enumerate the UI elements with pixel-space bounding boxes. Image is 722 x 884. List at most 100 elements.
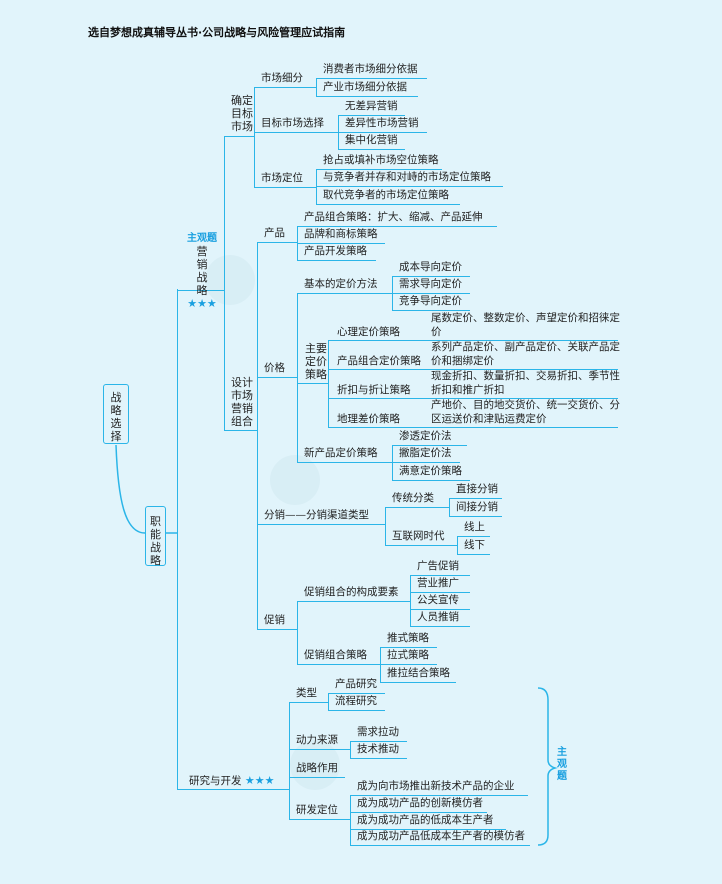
position-node: 市场定位 xyxy=(254,171,316,188)
vline xyxy=(316,170,317,205)
watermark-logo xyxy=(290,740,340,790)
marketing-vline xyxy=(224,137,225,431)
vline xyxy=(457,537,458,555)
leaf: 营业推广 xyxy=(410,576,470,593)
leaf: 流程研究 xyxy=(328,694,385,711)
main-trunk xyxy=(177,289,178,790)
leaf: 成为成功产品的低成本生产者 xyxy=(350,813,506,830)
vline xyxy=(297,602,298,665)
leaf: 线下 xyxy=(457,538,490,555)
root-node-box: 战略选择 xyxy=(103,384,129,444)
vline xyxy=(410,576,411,627)
leaf: 产品组合策略：扩大、缩减、产品延伸 xyxy=(297,210,497,227)
vline xyxy=(328,694,329,711)
vline xyxy=(316,79,317,97)
leaf: 产品研究 xyxy=(328,677,385,694)
basic-pricing-node: 基本的定价方法 xyxy=(297,277,392,294)
leaf: 渗透定价法 xyxy=(392,429,467,446)
leaf: 成本导向定价 xyxy=(392,260,470,277)
leaf: 间接分销 xyxy=(449,500,502,517)
strategy-label: 产品组合定价策略 xyxy=(337,355,421,367)
mix-line xyxy=(224,414,257,431)
vline xyxy=(392,277,393,311)
pricing-strategy-row: 地理差价策略 产地价、目的地交货价、统一交货价、分区运送价和津贴运费定价 xyxy=(328,398,620,428)
leaf: 推拉结合策略 xyxy=(380,666,456,683)
price-node: 价格 xyxy=(257,361,297,378)
leaf: 成为向市场推出新技术产品的企业 xyxy=(350,779,528,796)
pricing-strategy-row: 心理定价策略 尾数定价、整数定价、声望定价和招徕定价 xyxy=(328,311,620,341)
strategy-detail: 产地价、目的地交货价、统一交货价、分区运送价和津贴运费定价 xyxy=(431,399,620,425)
leaf: 品牌和商标策略 xyxy=(297,227,385,244)
promo-strategy-node: 促销组合策略 xyxy=(297,648,380,665)
vline xyxy=(449,499,450,517)
importance-stars: ★★★ xyxy=(187,297,217,310)
leaf: 抢占或填补市场空位策略 xyxy=(316,153,442,170)
functional-node-box: 职能战略 xyxy=(145,506,166,567)
leaf: 集中化营销 xyxy=(338,133,405,150)
mix-label: 设计市场营销组合 xyxy=(231,376,253,428)
strategy-detail: 尾数定价、整数定价、声望定价和招徕定价 xyxy=(431,312,620,338)
leaf: 技术推动 xyxy=(350,742,407,759)
segment-node: 市场细分 xyxy=(254,71,316,88)
strategy-label: 折扣与折让策略 xyxy=(337,384,411,396)
vline xyxy=(297,227,298,261)
leaf: 产业市场细分依据 xyxy=(316,80,418,97)
rd-label: 研究与开发 xyxy=(189,775,242,787)
leaf: 广告促销 xyxy=(410,559,470,576)
internet-node: 互联网时代 xyxy=(385,529,457,546)
promo-elements-node: 促销组合的构成要素 xyxy=(297,585,410,602)
vline xyxy=(380,648,381,683)
functional-label: 职能战略 xyxy=(150,515,161,567)
leaf: 无差异营销 xyxy=(338,99,405,116)
main-pricing-line xyxy=(297,367,328,384)
marketing-branch-line xyxy=(177,273,224,291)
leaf: 撇脂定价法 xyxy=(392,446,460,463)
marketing-label: 营销战略 xyxy=(196,245,208,297)
leaf: 成为成功产品的创新模仿者 xyxy=(350,796,487,813)
subjective-tag: 主观题 xyxy=(557,747,567,782)
watermark-logo xyxy=(270,455,320,505)
new-product-pricing-node: 新产品定价策略 xyxy=(297,446,392,463)
strategy-label: 地理差价策略 xyxy=(337,413,400,425)
leaf: 差异性市场营销 xyxy=(338,116,427,133)
strategy-label: 心理定价策略 xyxy=(337,326,400,338)
subjective-tag: 主观题 xyxy=(187,233,217,244)
leaf: 竞争导向定价 xyxy=(392,294,470,311)
main-pricing-label: 主要定价策略 xyxy=(305,342,327,381)
rd-node: 研究与开发 ★★★ xyxy=(177,773,289,790)
rd-positioning-node: 研发定位 xyxy=(289,803,350,820)
leaf: 拉式策略 xyxy=(380,648,437,665)
vline xyxy=(297,294,298,463)
leaf: 取代竞争者的市场定位策略 xyxy=(316,188,460,205)
promotion-node: 促销 xyxy=(257,613,297,630)
vline xyxy=(328,340,329,428)
leaf: 消费者市场细分依据 xyxy=(316,62,427,79)
strategy-detail: 系列产品定价、副产品定价、关联产品定价和捆绑定价 xyxy=(431,341,620,367)
target-market-label: 确定目标市场 xyxy=(231,94,253,133)
watermark-logo xyxy=(205,255,255,305)
distribution-node: 分销——分销渠道类型 xyxy=(257,508,385,525)
target-line xyxy=(224,120,255,137)
leaf: 直接分销 xyxy=(449,482,502,499)
leaf: 需求导向定价 xyxy=(392,277,470,294)
leaf: 需求拉动 xyxy=(350,725,407,742)
pricing-strategy-row: 折扣与折让策略现金折扣、数量折扣、交易折扣、季节性折扣和推广折扣 xyxy=(328,369,620,399)
vline xyxy=(289,703,290,820)
vline xyxy=(350,742,351,759)
rd-driver-node: 动力来源 xyxy=(289,733,350,750)
book-header: 选自梦想成真辅导丛书·公司战略与风险管理应试指南 xyxy=(88,26,346,39)
vline xyxy=(392,446,393,481)
root-label: 战略选择 xyxy=(110,391,122,443)
select-node: 目标市场选择 xyxy=(254,116,338,133)
leaf: 人员推销 xyxy=(410,610,470,627)
mix-vline xyxy=(257,243,258,630)
leaf: 线上 xyxy=(457,520,490,537)
leaf: 产品开发策略 xyxy=(297,244,376,261)
marketing-node: 主观题 营销战略 ★★★ xyxy=(180,232,224,310)
traditional-node: 传统分类 xyxy=(385,491,449,508)
pricing-strategy-row: 产品组合定价策略系列产品定价、副产品定价、关联产品定价和捆绑定价 xyxy=(328,340,620,370)
rd-role-node: 战略作用 xyxy=(289,761,345,778)
leaf: 与竞争者并存和对峙的市场定位策略 xyxy=(316,170,503,187)
vline xyxy=(350,796,351,845)
